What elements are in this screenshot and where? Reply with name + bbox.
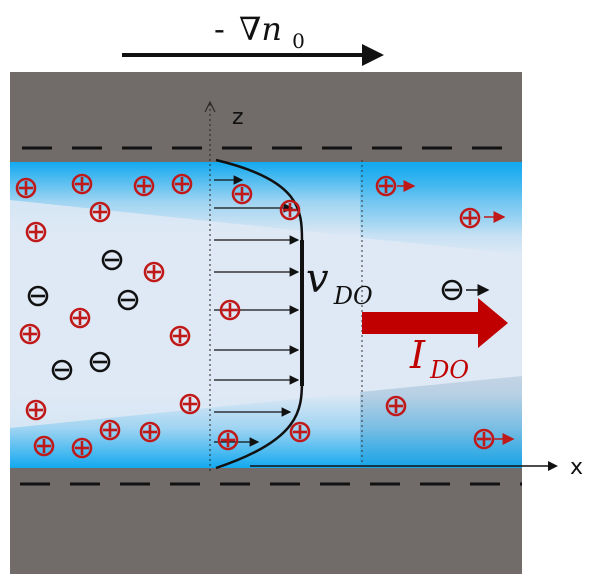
gradient-label: - ∇n 0: [214, 10, 305, 53]
velocity-label: v DO: [306, 256, 373, 310]
anions: [27, 249, 463, 381]
gradient-prefix: -: [214, 10, 225, 48]
x-axis-arrowhead: [548, 461, 558, 471]
cation: [25, 399, 47, 421]
cation: [179, 393, 201, 415]
gradient-subscript: 0: [292, 29, 305, 53]
cation: [25, 221, 47, 243]
x-axis-label: x: [570, 455, 583, 480]
bottom-wall: [10, 466, 522, 574]
cation: [89, 201, 111, 223]
top-wall: [10, 72, 522, 164]
anion: [89, 351, 111, 373]
gradient-symbol: ∇n: [239, 10, 282, 48]
current-arrow: [362, 298, 508, 348]
z-axis-arrowhead: [204, 100, 216, 113]
cation: [171, 173, 193, 195]
channel-top-layer: [360, 162, 522, 254]
cation: [385, 395, 407, 417]
anion: [101, 249, 123, 271]
cation: [169, 325, 191, 347]
current-label-sub: DO: [429, 356, 469, 384]
cation: [279, 199, 301, 221]
velocity-label-sub: DO: [333, 282, 373, 310]
cation: [133, 175, 155, 197]
cation: [69, 307, 91, 329]
channel-bottom-layer: [360, 376, 522, 468]
current-label-main: I: [409, 333, 426, 377]
cation: [99, 419, 121, 441]
cation: [19, 323, 41, 345]
cation: [219, 299, 241, 321]
anion: [51, 359, 73, 381]
cation: [375, 175, 397, 197]
gradient-arrow-head: [362, 44, 384, 66]
anion: [27, 285, 49, 307]
cation: [15, 177, 37, 199]
cation: [217, 429, 239, 451]
anion: [117, 289, 139, 311]
z-axis-label: z: [232, 105, 244, 130]
ion-drift-arrows: [397, 180, 515, 445]
velocity-label-main: v: [306, 256, 329, 302]
cation: [459, 207, 481, 229]
channel-core: [10, 200, 522, 428]
cation: [473, 428, 495, 450]
cation: [231, 183, 253, 205]
current-label: I DO: [409, 333, 469, 384]
cation: [143, 261, 165, 283]
cation: [33, 435, 55, 457]
cation: [71, 173, 93, 195]
cation: [139, 421, 161, 443]
cation: [289, 421, 311, 443]
cations: [15, 173, 495, 459]
cation: [71, 437, 93, 459]
anion: [441, 279, 463, 301]
